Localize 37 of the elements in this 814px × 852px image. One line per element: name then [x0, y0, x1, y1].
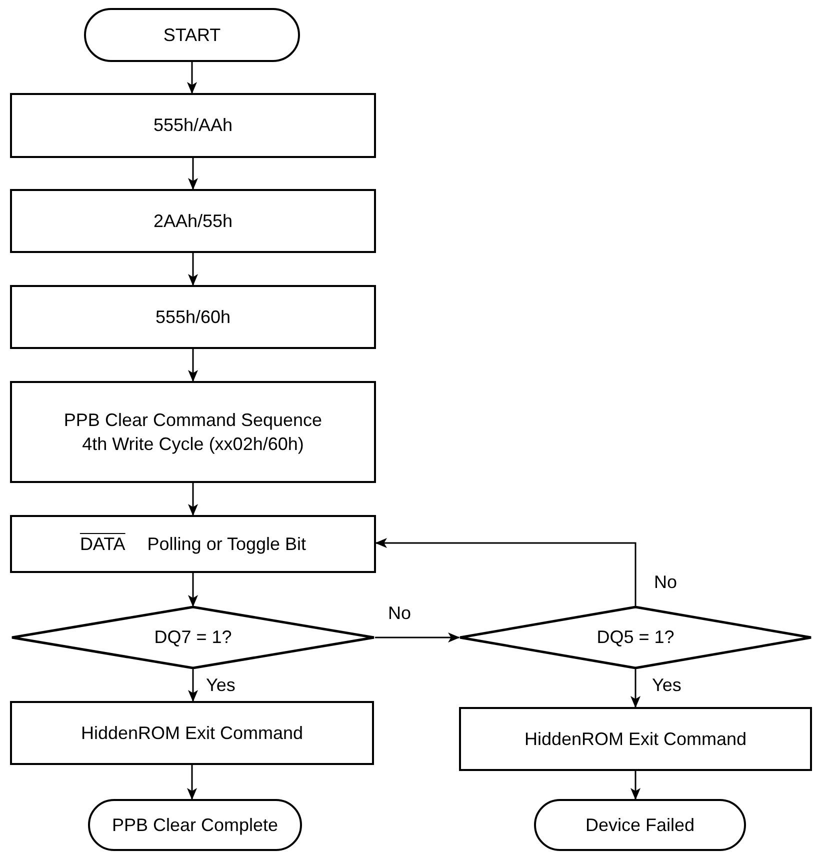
- terminator-capsule: [88, 799, 302, 851]
- step-text: HiddenROM Exit Command: [524, 728, 747, 751]
- step-text: HiddenROM Exit Command: [80, 722, 304, 745]
- step-text: 555h/AAh: [153, 114, 233, 138]
- terminator-capsule: [84, 8, 300, 62]
- process-box: [10, 93, 376, 158]
- step-text: 2AAh/55h: [153, 210, 233, 233]
- condition-text: DQ5 = 1?: [596, 626, 674, 650]
- step-text: PPB Clear Command Sequence 4th Write Cycle (xx02h/60h): [62, 408, 324, 456]
- decision-diamond: [459, 606, 812, 669]
- process-box: [10, 515, 376, 573]
- terminator-capsule: [534, 799, 746, 851]
- step-text: START: [163, 24, 221, 47]
- decision-diamond: [11, 606, 375, 669]
- process-box: [10, 285, 376, 349]
- arrow: [375, 538, 636, 606]
- process-box: [459, 707, 812, 771]
- arrow: [375, 632, 460, 642]
- step-text: DATA: [80, 532, 126, 556]
- step-text: Device Failed: [585, 814, 695, 837]
- arrow: [188, 483, 198, 516]
- arrow: [630, 669, 640, 708]
- condition-text: DQ7 = 1?: [154, 626, 232, 650]
- arrow: [188, 573, 198, 607]
- arrow: [187, 765, 197, 800]
- step-text: 555h/60h: [155, 306, 231, 329]
- arrow: [188, 669, 198, 702]
- arrow: [630, 771, 640, 800]
- process-box: [10, 189, 376, 253]
- step-text: Polling or Toggle Bit: [147, 532, 306, 556]
- arrow: [187, 62, 197, 94]
- process-box: [10, 381, 376, 483]
- arrow: [188, 349, 198, 382]
- step-text: PPB Clear Complete: [112, 814, 278, 837]
- arrow: [188, 158, 198, 190]
- process-box: [10, 701, 374, 765]
- arrow: [188, 253, 198, 286]
